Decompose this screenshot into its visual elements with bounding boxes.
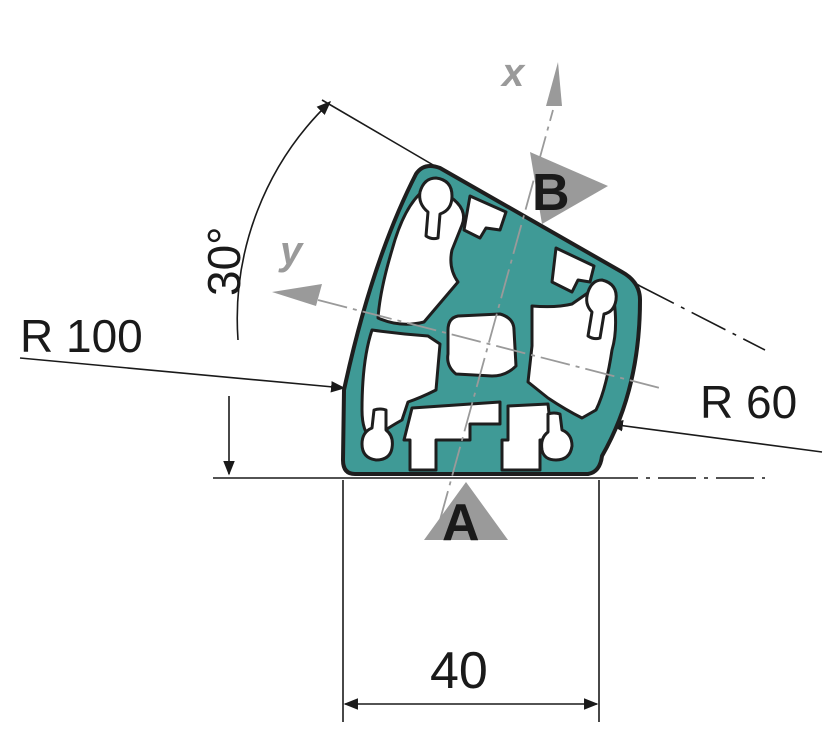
r100-leader bbox=[19, 357, 346, 393]
axis-label-x: x bbox=[500, 51, 526, 95]
keyhole-bottom-left bbox=[360, 407, 394, 462]
inclined-line-dashed bbox=[639, 285, 766, 351]
view-label-b: B bbox=[532, 164, 570, 222]
keyhole-top-left bbox=[418, 176, 454, 241]
cavity-top-left bbox=[376, 188, 465, 326]
x-axis-line bbox=[439, 109, 554, 521]
x-axis-arrow bbox=[546, 62, 562, 106]
angle-arc bbox=[236, 101, 332, 341]
radius-inner-label: R 60 bbox=[700, 376, 797, 428]
radius-outer-label: R 100 bbox=[20, 310, 143, 362]
axis-label-y: y bbox=[278, 229, 304, 273]
centerlines bbox=[317, 109, 661, 521]
slot-top-b bbox=[462, 194, 508, 240]
y-axis-line bbox=[317, 299, 661, 389]
r60-leader bbox=[608, 419, 823, 453]
y-axis-arrow bbox=[272, 284, 322, 306]
slot-bottom-left bbox=[402, 400, 502, 472]
slot-top-right bbox=[550, 246, 596, 294]
keyhole-top-right bbox=[585, 278, 618, 341]
view-marker-b bbox=[530, 152, 608, 224]
keyhole-bottom-right bbox=[540, 411, 574, 462]
center-hole bbox=[446, 312, 518, 378]
width-label: 40 bbox=[430, 642, 488, 700]
profile-cavities bbox=[360, 176, 618, 472]
angle-label: 30° bbox=[198, 226, 250, 296]
view-marker-a bbox=[424, 482, 508, 540]
profile-cross-section bbox=[341, 164, 642, 476]
view-label-a: A bbox=[442, 494, 480, 552]
